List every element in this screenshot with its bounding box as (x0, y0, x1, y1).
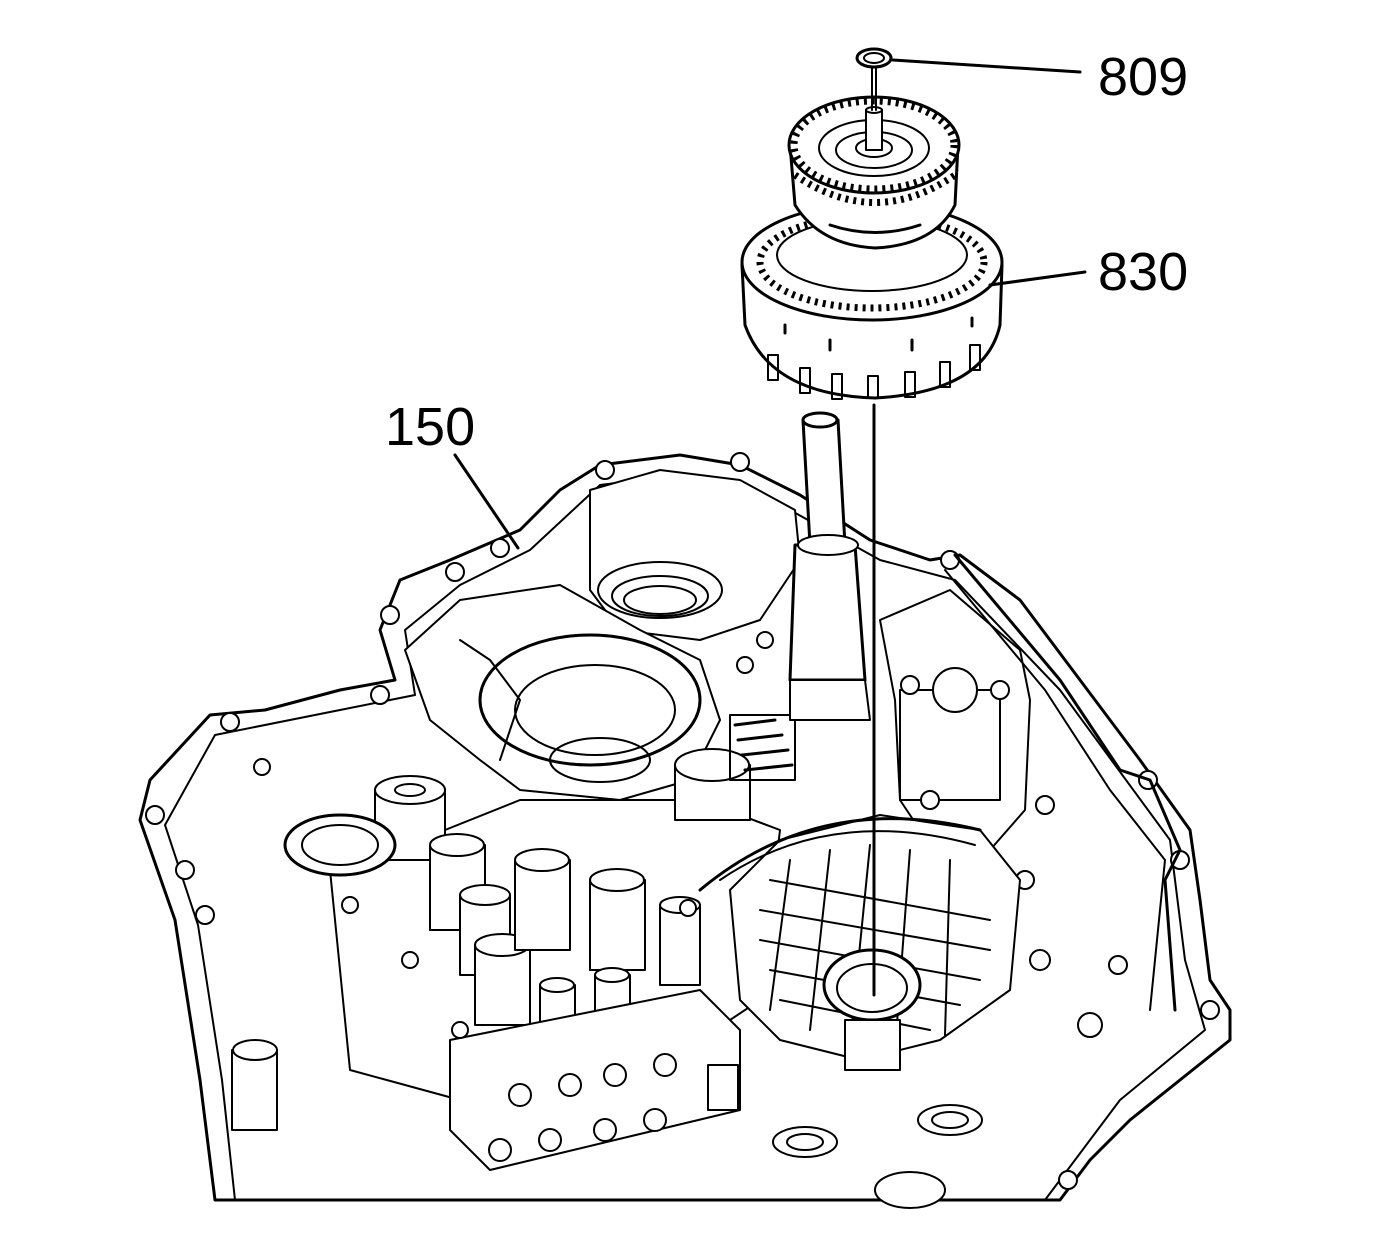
spring (729, 714, 796, 781)
output-shaft (788, 411, 871, 721)
gear-assembly (740, 95, 1004, 400)
callout-809: 809 (1098, 47, 1188, 107)
callout-leaders (453, 58, 1087, 550)
transmission-case (138, 452, 1232, 1209)
solenoids (374, 748, 751, 1031)
snap-ring (855, 47, 893, 111)
callout-830: 830 (1098, 242, 1188, 302)
callout-150: 150 (385, 397, 475, 457)
flange-bolt-holes (145, 452, 1220, 1190)
drum-slots (767, 316, 981, 400)
